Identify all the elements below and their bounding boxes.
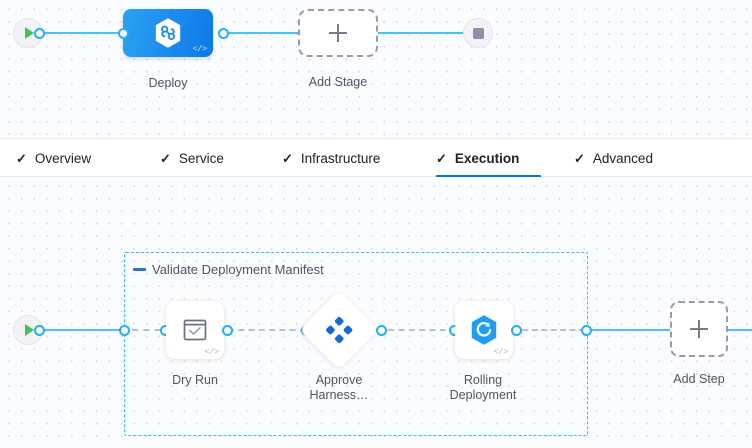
step-group-header[interactable]: Validate Deployment Manifest [133, 262, 324, 277]
add-stage-label: Add Stage [308, 75, 368, 89]
dryrun-port-out[interactable] [222, 325, 233, 336]
plus-icon [329, 24, 347, 42]
group-port-in[interactable] [119, 325, 130, 336]
tab-label: Infrastructure [300, 150, 381, 166]
rolling-port-out[interactable] [511, 325, 522, 336]
check-icon: ✓ [436, 150, 447, 166]
check-icon: ✓ [282, 150, 293, 166]
tab-infrastructure[interactable]: ✓ Infrastructure [282, 139, 380, 177]
add-step-label: Add Step [673, 372, 725, 386]
execution-canvas[interactable]: Validate Deployment Manifest </> [0, 177, 752, 448]
connector-addstep-to-edge [726, 329, 752, 331]
connector-deploy-to-addstage [222, 32, 298, 34]
connector-group-in-to-dryrun [132, 329, 172, 331]
execution-start-port[interactable] [34, 325, 45, 336]
play-icon [25, 324, 34, 336]
tab-advanced[interactable]: ✓ Advanced [574, 139, 653, 177]
stop-icon [472, 27, 484, 39]
tab-execution[interactable]: ✓ Execution [436, 139, 541, 178]
group-port-out[interactable] [581, 325, 592, 336]
tab-label: Advanced [592, 150, 653, 166]
stage-label-deploy: Deploy [148, 76, 188, 90]
check-icon: ✓ [160, 150, 171, 166]
step-code-tag: </> [204, 348, 219, 357]
check-icon: ✓ [574, 150, 585, 166]
connector-addstage-to-end [378, 32, 470, 34]
connector-rolling-to-group-out [513, 329, 585, 331]
step-label-approve-harness: Approve Harness… [309, 373, 369, 402]
add-stage-button[interactable] [298, 9, 378, 57]
add-step-button[interactable] [670, 301, 728, 357]
pipeline-end-node[interactable] [463, 18, 493, 48]
connector-group-to-addstep [586, 329, 670, 331]
stage-node-deploy[interactable]: </> [123, 9, 213, 57]
tab-label: Overview [34, 150, 92, 166]
connector-dryrun-to-approve [228, 329, 306, 331]
tab-overview[interactable]: ✓ Overview [16, 139, 91, 177]
step-label-rolling-deployment: Rolling Deployment [449, 373, 517, 402]
start-node-port[interactable] [34, 28, 45, 39]
step-code-tag: </> [493, 348, 508, 357]
harness-infinity-hexagon-icon [155, 18, 181, 48]
rolling-deployment-hexagon-icon [471, 315, 497, 345]
step-group-label: Validate Deployment Manifest [152, 262, 324, 277]
step-node-rolling-deployment[interactable]: </> [455, 301, 513, 359]
harness-approval-diamond-icon [326, 316, 353, 344]
step-label-dry-run: Dry Run [172, 373, 218, 387]
deploy-stage-port-in[interactable] [118, 28, 129, 39]
minus-icon[interactable] [133, 268, 146, 271]
tab-label: Service [178, 150, 224, 166]
check-icon: ✓ [16, 150, 27, 166]
connector-start-to-group [33, 329, 130, 331]
shell-script-check-icon [183, 319, 207, 341]
connector-approve-to-rolling [378, 329, 456, 331]
stage-canvas[interactable]: </> Deploy Add Stage [0, 0, 752, 138]
active-tab-underline [436, 175, 541, 178]
stage-code-tag: </> [192, 45, 207, 54]
pipeline-start-node[interactable] [13, 18, 43, 48]
deploy-stage-port-out[interactable] [218, 28, 229, 39]
step-node-dry-run[interactable]: </> [166, 301, 224, 359]
step-node-approve-harness[interactable] [299, 290, 379, 370]
tab-label: Execution [454, 150, 520, 166]
approve-port-out[interactable] [376, 325, 387, 336]
stage-config-tabs: ✓ Overview ✓ Service ✓ Infrastructure ✓ … [0, 138, 752, 178]
tab-service[interactable]: ✓ Service [160, 139, 224, 177]
play-icon [25, 27, 34, 39]
plus-icon [690, 320, 708, 338]
connector-start-to-deploy [33, 32, 133, 34]
